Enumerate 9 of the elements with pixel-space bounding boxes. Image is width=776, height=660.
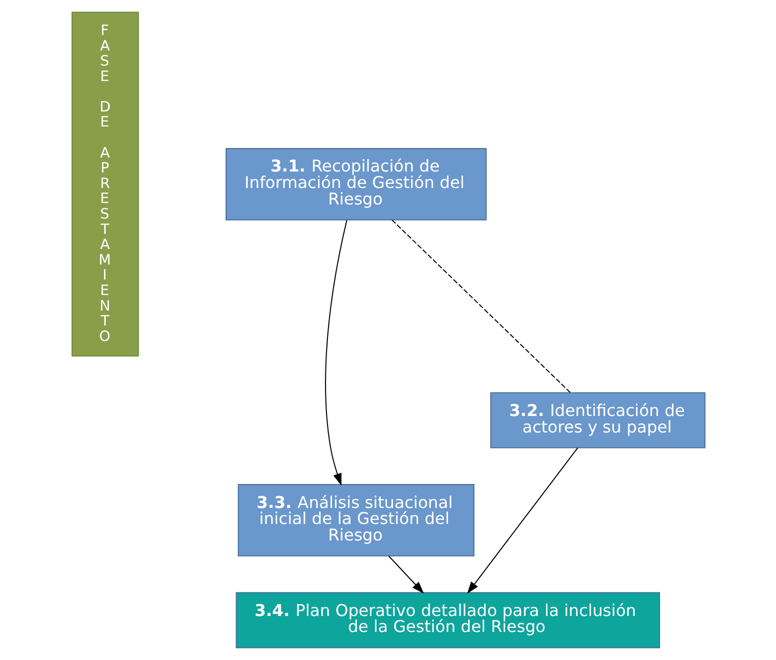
arrow xyxy=(324,220,347,486)
node-box: 3.3. Análisis situacional inicial de la Gestión del Riesgo xyxy=(237,484,474,556)
arrow xyxy=(466,448,578,594)
arrow xyxy=(388,556,424,594)
node-box: 3.2. Identificación de actores y su papel xyxy=(490,392,705,448)
node-box: 3.1. Recopilación de Información de Gestión del Riesgo xyxy=(225,148,486,220)
node-box: FASE DE APRESTAMIENTO xyxy=(71,12,138,357)
node-box: 3.4. Plan Operativo detallado para la inclusión de la Gestión del Riesgo xyxy=(235,592,660,648)
connector xyxy=(391,220,570,393)
